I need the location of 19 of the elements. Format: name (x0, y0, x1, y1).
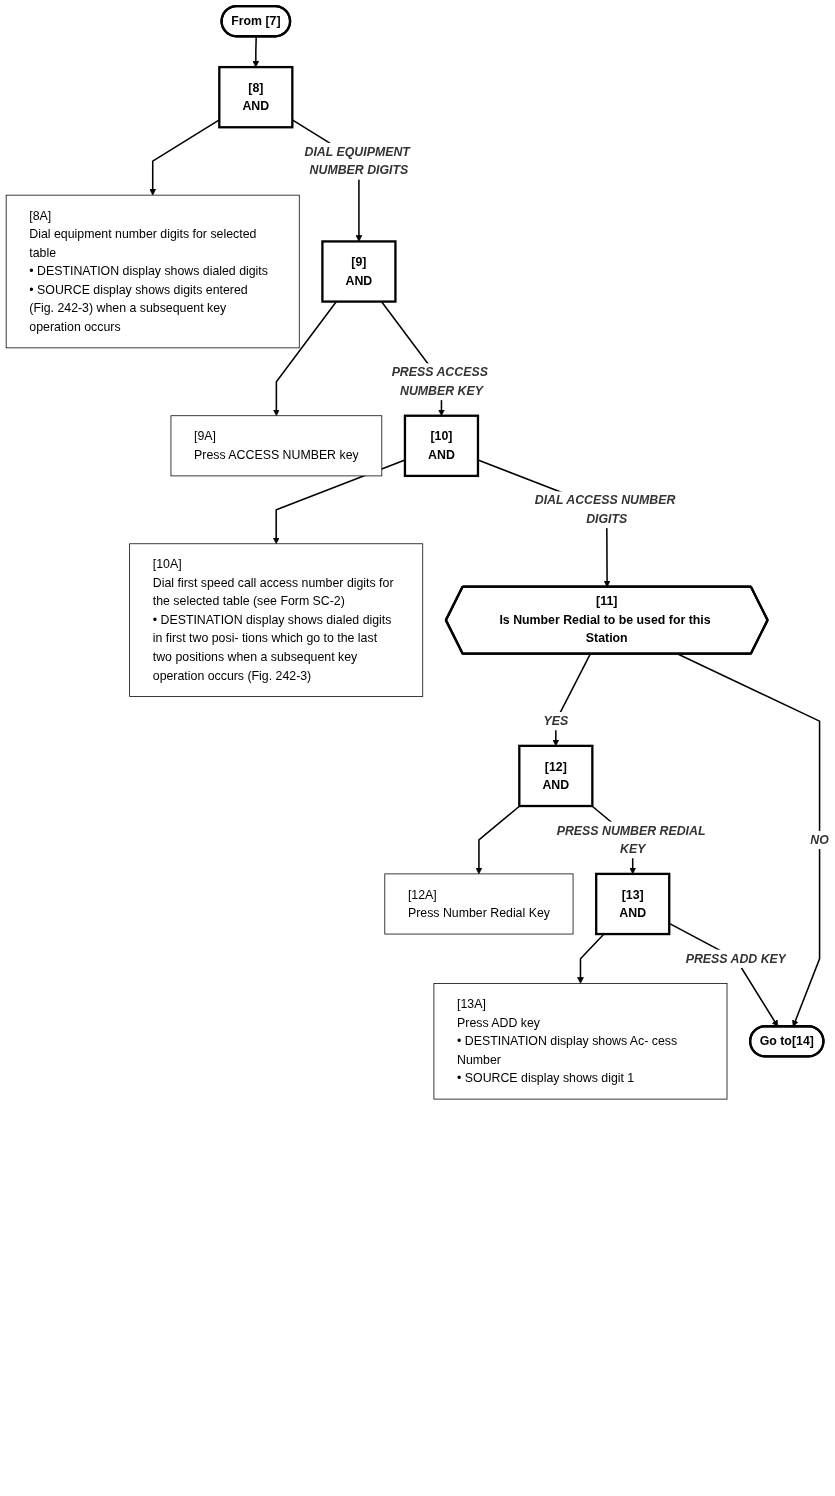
arrow (475, 805, 521, 875)
edge-label: PRESS ACCESS NUMBER KEY (391, 365, 488, 398)
node-box: [9] AND (321, 240, 397, 303)
edge-label: DIAL EQUIPMENT NUMBER DIGITS (304, 145, 410, 177)
node-box: [13A] Press ADD key • DESTINATION display shows Ac- cess Number • SOURCE display shows digit 1 (433, 983, 728, 1100)
node-box: [8] AND (218, 65, 294, 129)
node-box: [13] AND (595, 872, 671, 936)
edge-label: PRESS NUMBER REDIAL KEY (556, 823, 706, 856)
node-box: [8A] Dial equipment number digits for selected table • DESTINATION display shows dialed digits • SOURCE display shows digits entered (Fig. 242-3) when a subsequent key operation occurs (5, 194, 300, 349)
edge-label: DIAL ACCESS NUMBER DIGITS (534, 493, 676, 526)
arrow (677, 653, 821, 1027)
edge-label: PRESS ADD KEY (685, 951, 787, 965)
node-box: [10A] Dial first speed call access number digits for the selected table (see Form SC-2) • DESTINATION display shows dialed digits in first two posi- tions which go to the last two positions when a subsequent key operation occurs (Fig. 242-3) (129, 543, 424, 697)
edge-label: YES (543, 714, 569, 728)
node-box: [12A] Press Number Redial Key (384, 873, 574, 935)
node-box: [10] AND (403, 414, 480, 478)
edge-label: NO (810, 833, 829, 847)
node-box: [9A] Press ACCESS NUMBER key (170, 415, 383, 477)
node-box: [12] AND (518, 744, 594, 808)
